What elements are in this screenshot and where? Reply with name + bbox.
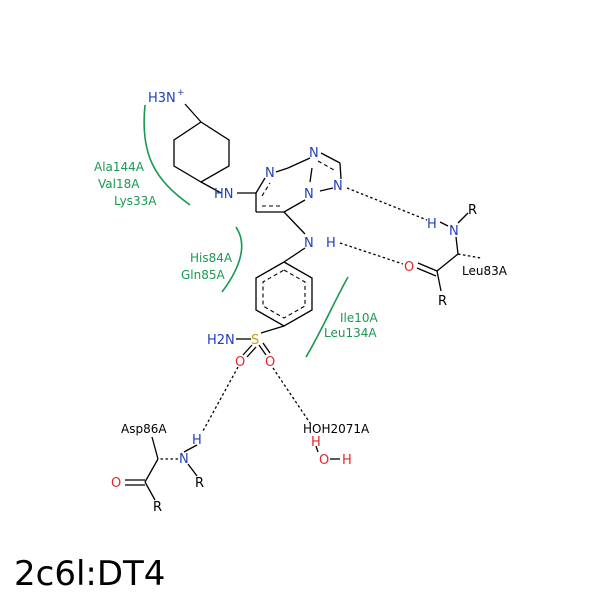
- pyr-bond-2: [275, 167, 289, 173]
- hbond-nh-leu83: [339, 242, 404, 265]
- bond-core-nh: [283, 211, 306, 235]
- ring-n1-label: N: [265, 166, 275, 181]
- pyr-bond-5: [283, 199, 306, 213]
- ring-n2-label: N: [309, 146, 319, 161]
- bond-s-o-right-2: [262, 342, 271, 354]
- water-residue-label: HOH2071A: [303, 422, 370, 436]
- leu83-wedge: [457, 253, 482, 259]
- pyr-bond-1: [255, 177, 266, 194]
- hydrophobic-label-val18a: Val18A: [98, 177, 140, 191]
- hydrophobic-label-ala144a: Ala144A: [94, 160, 145, 174]
- leu83-bond-h-n: [439, 221, 449, 227]
- bond-nh3-ring: [184, 103, 202, 123]
- nh-link-n-label: N: [304, 236, 314, 251]
- asp86-bond-h-n: [183, 444, 198, 453]
- asp86-o-label: O: [111, 476, 121, 491]
- pyr-bond-3: [287, 157, 311, 169]
- hydrophobic-label-lys33a: Lys33A: [114, 194, 157, 208]
- bond-s-o-right-1: [258, 344, 267, 356]
- nh-link-h-label: H: [326, 236, 336, 251]
- ring-n4-label: N: [304, 187, 314, 202]
- asp86-r-bottom-label: R: [153, 500, 162, 515]
- hydrophobic-arc-1: [143, 104, 191, 206]
- water-o-label: O: [319, 453, 329, 468]
- pyr-aromatic-1: [261, 182, 271, 197]
- asp86-h-label: H: [192, 433, 202, 448]
- leu83-n-label: N: [449, 224, 459, 239]
- o-left-label: O: [235, 355, 245, 370]
- sulfonamide-nh2-label: H2N: [207, 333, 235, 348]
- leu83-bond-c-r: [436, 270, 442, 292]
- diagram-title: 2c6l:DT4: [14, 554, 165, 594]
- leu83-r-bottom-label: R: [438, 294, 447, 309]
- water-bond-h-o: [315, 445, 319, 453]
- o-right-label: O: [265, 355, 275, 370]
- phenyl-aromatic: [262, 269, 306, 319]
- leu83-r-top-label: R: [468, 203, 477, 218]
- asp86-r-n-label: R: [195, 476, 204, 491]
- hbond-o-water: [272, 367, 313, 427]
- leu83-bond-co-1: [417, 262, 438, 272]
- bond-nh-phenyl: [283, 247, 306, 263]
- phenyl-ring: [255, 261, 313, 327]
- bond-phenyl-s: [260, 325, 285, 334]
- leu83-h-label: H: [427, 217, 437, 232]
- pyr-bond-4: [309, 167, 313, 183]
- asp86-bond-n-r: [187, 463, 198, 477]
- asp86-residue-label: Asp86A: [121, 422, 167, 436]
- hydrophobic-arc-3: [305, 276, 349, 358]
- leu83-bond-co-2: [416, 267, 437, 277]
- leu83-bond-n-ca: [455, 236, 459, 255]
- bond-s-o-left-2: [246, 346, 257, 358]
- leu83-bond-n-r: [457, 212, 469, 224]
- ring-n3-label: N: [333, 179, 343, 194]
- asp86-bond-c-r: [144, 481, 156, 501]
- asp86-bond-ca-up: [151, 436, 159, 460]
- bond-s-o-left-1: [242, 344, 253, 356]
- hbond-triazole-leu83: [346, 187, 428, 221]
- hydrophobic-arc-2: [221, 226, 243, 293]
- leu83-bond-ca-c: [436, 253, 459, 272]
- cyclohexyl-ring: [173, 121, 230, 183]
- leu83-residue-label: Leu83A: [462, 264, 508, 278]
- triazole-bond-3: [319, 187, 334, 192]
- hydrophobic-label-his84a: His84A: [190, 251, 233, 265]
- water-h-top-label: H: [311, 435, 321, 450]
- sulfur-label: S: [251, 333, 259, 348]
- nh3-charge: +: [177, 88, 185, 98]
- hydrophobic-label-gln85a: Gln85A: [181, 268, 226, 282]
- hbond-o-asp86: [202, 366, 239, 432]
- leu83-o-label: O: [404, 260, 414, 275]
- nh3-label: H3N: [148, 91, 176, 106]
- bond-ring-hn: [200, 181, 222, 194]
- hn-link-label: HN: [214, 187, 234, 202]
- asp86-n-label: N: [179, 452, 189, 467]
- triazole-aromatic: [317, 160, 335, 171]
- asp86-bond-ca-c: [144, 458, 159, 483]
- triazole-bond-2: [339, 162, 342, 180]
- hydrophobic-label-ile10a: Ile10A: [340, 311, 379, 325]
- triazole-bond-1: [320, 152, 341, 164]
- water-h-right-label: H: [342, 453, 352, 468]
- hydrophobic-label-leu134a: Leu134A: [324, 326, 377, 340]
